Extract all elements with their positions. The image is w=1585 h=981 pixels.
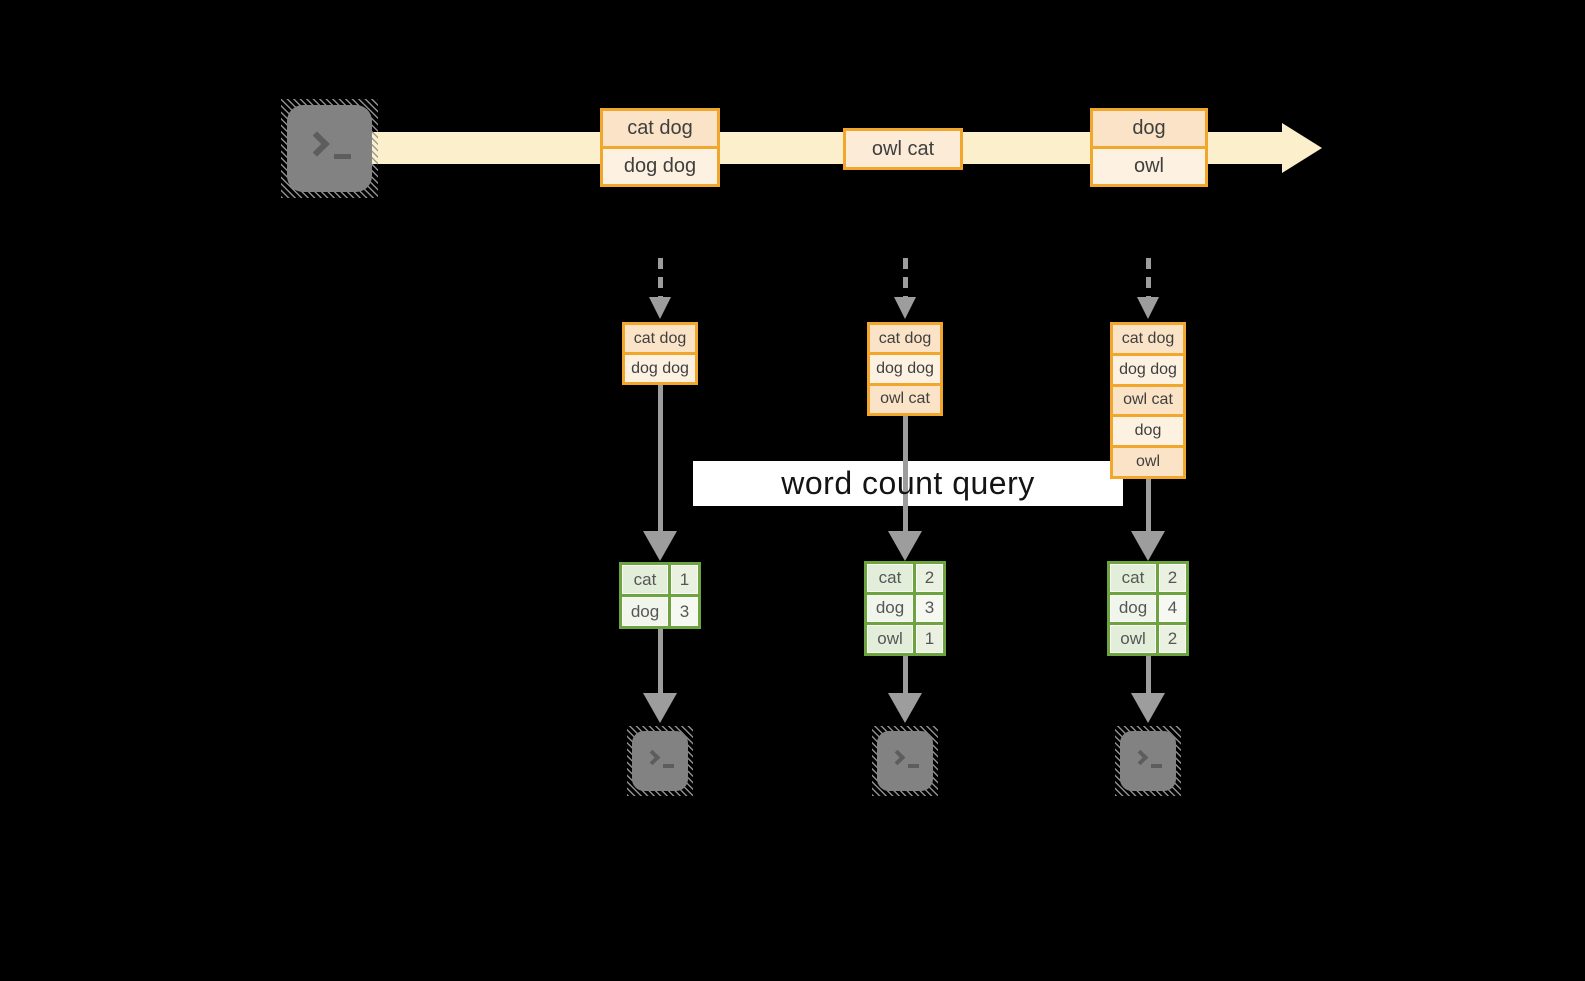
ingest-arrow-line — [1146, 258, 1151, 298]
terminal-cursor-icon — [334, 154, 351, 159]
down-arrow-icon — [643, 531, 677, 561]
count-word: dog — [1110, 594, 1156, 623]
stream-right-arrow-icon — [1282, 123, 1322, 173]
ingest-arrow-line — [903, 258, 908, 298]
buffer-row: owl — [1113, 445, 1183, 476]
terminal-screen — [1120, 731, 1176, 791]
stream-record: owl — [1093, 146, 1205, 184]
count-value: 3 — [916, 594, 943, 623]
terminal-cursor-icon — [662, 764, 674, 768]
terminal-cursor-icon — [907, 764, 919, 768]
terminal-screen — [877, 731, 933, 791]
buffer-row: dog dog — [1113, 352, 1183, 384]
count-value: 2 — [1159, 564, 1186, 592]
count-table-2: cat 2 dog 3 owl 1 — [864, 561, 946, 656]
down-arrow-icon — [894, 297, 916, 319]
ingest-arrow-line — [658, 258, 663, 298]
sink-terminal-icon — [872, 726, 938, 796]
stream-record: dog dog — [603, 146, 717, 184]
terminal-cursor-icon — [1150, 764, 1162, 768]
count-word: owl — [867, 625, 913, 653]
down-arrow-icon — [888, 693, 922, 723]
terminal-prompt-icon — [644, 749, 660, 765]
buffer-row: dog — [1113, 414, 1183, 446]
down-arrow-icon — [649, 297, 671, 319]
output-arrow-line — [903, 656, 908, 693]
buffer-row: cat dog — [870, 325, 940, 353]
buffered-records-2: cat dog dog dog owl cat — [867, 322, 943, 416]
count-table-3: cat 2 dog 4 owl 2 — [1107, 561, 1189, 656]
terminal-prompt-icon — [304, 130, 330, 157]
count-value: 3 — [671, 597, 698, 626]
count-value: 1 — [671, 565, 698, 594]
query-label-band — [693, 461, 1123, 506]
output-arrow-line — [658, 629, 663, 693]
down-arrow-icon — [1137, 297, 1159, 319]
count-table-1: cat 1 dog 3 — [619, 562, 701, 629]
count-word: dog — [622, 597, 668, 626]
buffer-row: cat dog — [1113, 325, 1183, 353]
stream-record: owl cat — [846, 131, 960, 167]
sink-terminal-icon — [1115, 726, 1181, 796]
down-arrow-icon — [1131, 693, 1165, 723]
stream-event-batch-2: owl cat — [843, 128, 963, 170]
terminal-prompt-icon — [1132, 749, 1148, 765]
count-word: dog — [867, 594, 913, 623]
stream-record: cat dog — [603, 111, 717, 146]
stream-record: dog — [1093, 111, 1205, 146]
count-value: 2 — [1159, 625, 1186, 653]
count-value: 1 — [916, 625, 943, 653]
output-arrow-line — [1146, 656, 1151, 693]
buffer-row: dog dog — [870, 352, 940, 383]
buffer-row: dog dog — [625, 352, 695, 382]
buffer-row: owl cat — [1113, 383, 1183, 415]
count-word: cat — [867, 564, 913, 592]
sink-terminal-icon — [627, 726, 693, 796]
buffered-records-1: cat dog dog dog — [622, 322, 698, 385]
count-value: 4 — [1159, 594, 1186, 623]
count-word: cat — [1110, 564, 1156, 592]
count-word: owl — [1110, 625, 1156, 653]
count-word: cat — [622, 565, 668, 594]
source-terminal-icon — [281, 99, 378, 198]
query-arrow-line — [658, 385, 663, 531]
count-value: 2 — [916, 564, 943, 592]
buffered-records-3: cat dog dog dog owl cat dog owl — [1110, 322, 1186, 479]
buffer-row: owl cat — [870, 382, 940, 413]
query-label: word count query — [781, 465, 1035, 501]
terminal-screen — [632, 731, 688, 791]
stream-event-batch-3: dog owl — [1090, 108, 1208, 187]
buffer-row: cat dog — [625, 325, 695, 352]
down-arrow-icon — [888, 531, 922, 561]
query-arrow-line — [1146, 479, 1151, 531]
query-arrow-line — [903, 416, 908, 531]
down-arrow-icon — [1131, 531, 1165, 561]
stream-event-batch-1: cat dog dog dog — [600, 108, 720, 187]
down-arrow-icon — [643, 693, 677, 723]
terminal-screen — [287, 105, 372, 192]
terminal-prompt-icon — [889, 749, 905, 765]
